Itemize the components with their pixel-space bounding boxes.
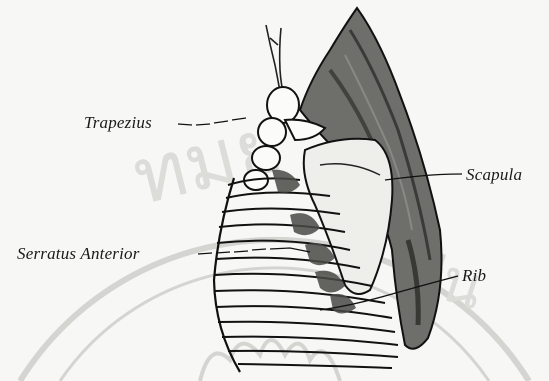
scapula-label: Scapula — [466, 165, 522, 185]
trapezius-label: Trapezius — [84, 113, 152, 133]
neck-lines — [266, 25, 284, 96]
serratus-leader — [198, 248, 310, 254]
serratus-anterior-label: Serratus Anterior — [17, 244, 140, 264]
rib-label: Rib — [462, 266, 486, 286]
